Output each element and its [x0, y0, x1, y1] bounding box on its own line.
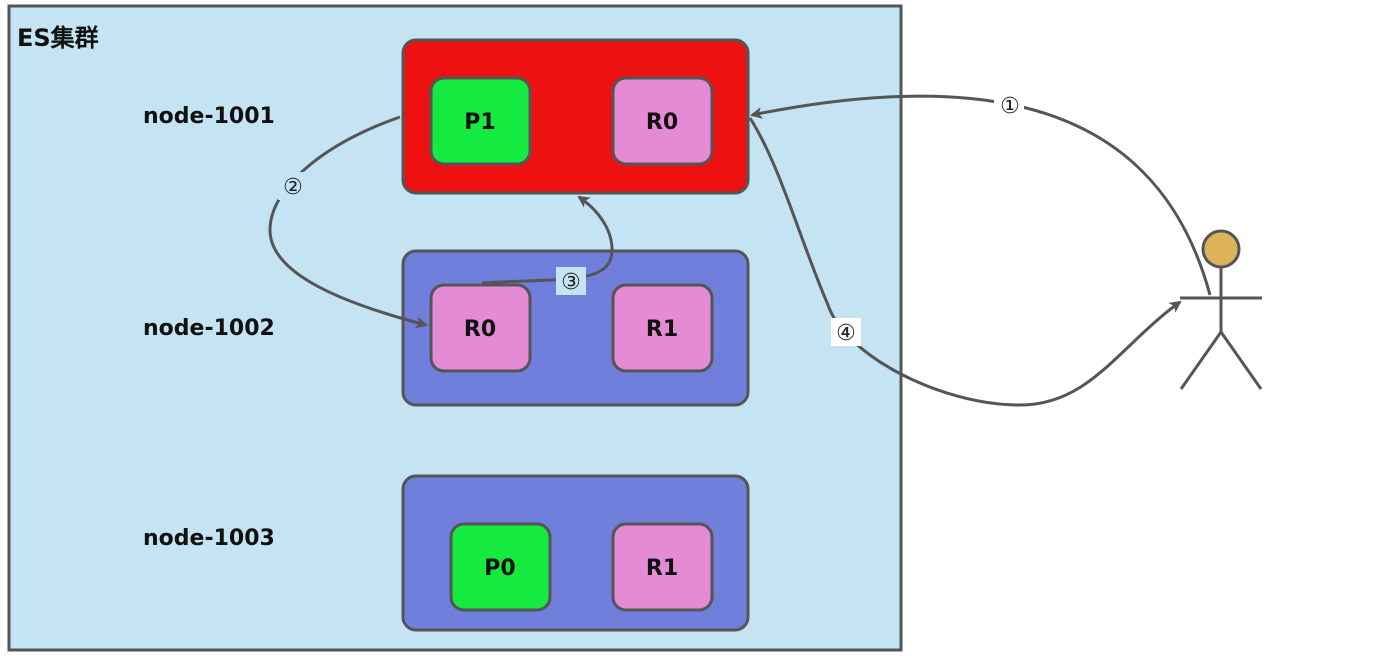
- step-label-1: ①: [994, 92, 1024, 119]
- svg-text:②: ②: [283, 175, 303, 200]
- cluster-title: ES集群: [17, 24, 99, 52]
- svg-text:①: ①: [1000, 94, 1020, 119]
- node-1003-box: P0 R1: [401, 474, 750, 632]
- user-stick-figure-icon: [1179, 229, 1263, 390]
- shard-label: P1: [464, 110, 495, 135]
- node-label-1003: node-1003: [143, 526, 275, 551]
- shard-node-1001-p1: P1: [429, 76, 532, 166]
- edge-step-4-response: [748, 117, 1182, 407]
- shard-label: R0: [464, 317, 496, 342]
- step-label-4: ④: [831, 318, 861, 346]
- shard-node-1002-r1: R1: [611, 283, 714, 373]
- edge-step-2-sync: [268, 115, 428, 329]
- shard-node-1002-r0: R0: [429, 283, 532, 373]
- node-1001-box: P1 R0: [401, 38, 750, 195]
- step-label-3: ③: [556, 267, 586, 295]
- svg-text:④: ④: [836, 321, 856, 346]
- edge-step-3-ack: [481, 195, 614, 285]
- shard-label: R1: [646, 317, 678, 342]
- svg-text:③: ③: [561, 270, 581, 295]
- shard-node-1003-p0: P0: [449, 522, 552, 612]
- edge-step-1-request: [750, 94, 1212, 296]
- node-1002-box: R0 R1: [401, 249, 750, 407]
- shard-node-1003-r1: R1: [611, 522, 714, 612]
- user-head: [1201, 229, 1241, 269]
- shard-label: R0: [646, 110, 678, 135]
- node-label-1001: node-1001: [143, 104, 275, 129]
- shard-label: P0: [484, 556, 515, 581]
- node-label-1002: node-1002: [143, 316, 275, 341]
- shard-label: R1: [646, 556, 678, 581]
- shard-node-1001-r0: R0: [611, 76, 714, 166]
- step-label-2: ②: [278, 172, 308, 200]
